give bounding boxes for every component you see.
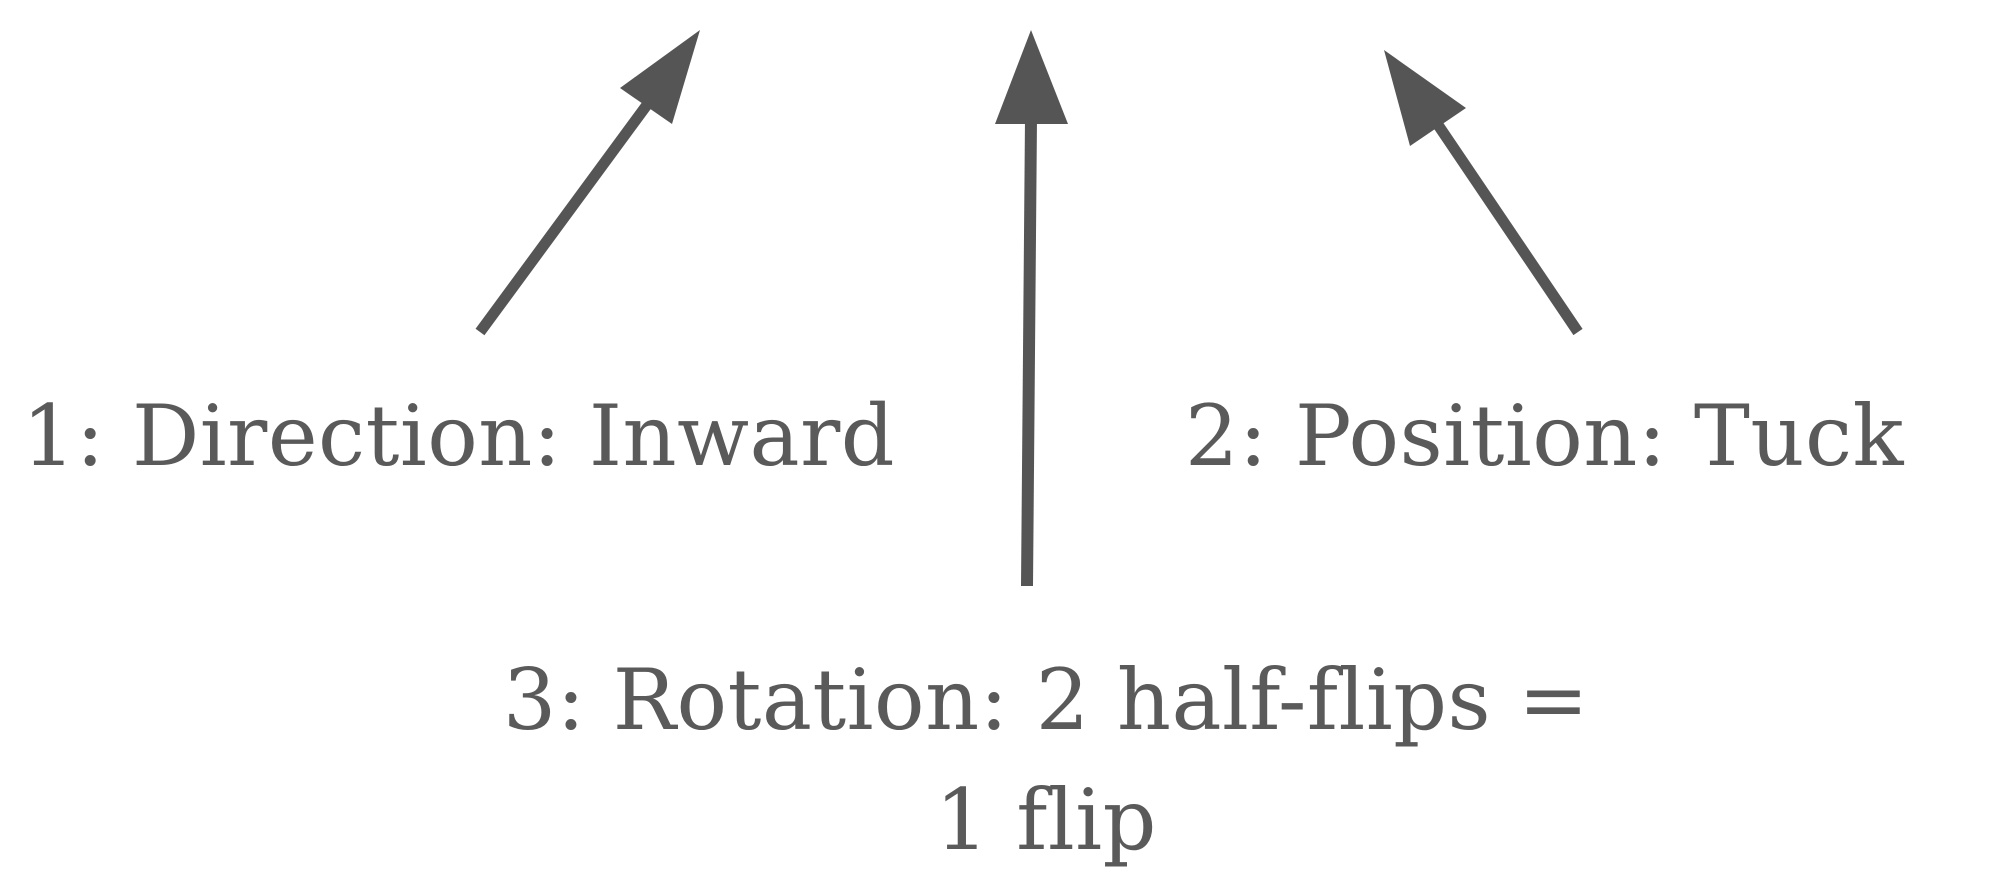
arrow-rotation: [995, 30, 1068, 587]
rotation-label-line-2: 1 flip: [935, 771, 1157, 869]
arrow-direction: [475, 30, 700, 336]
rotation-label-line-1: 3: Rotation: 2 half-flips =: [502, 651, 1590, 749]
position-label: 2: Position: Tuck: [1185, 387, 1904, 485]
rotation-label: 3: Rotation: 2 half-flips = 1 flip: [50, 640, 1992, 880]
direction-label: 1: Direction: Inward: [22, 387, 896, 485]
arrow-position: [1384, 50, 1583, 336]
